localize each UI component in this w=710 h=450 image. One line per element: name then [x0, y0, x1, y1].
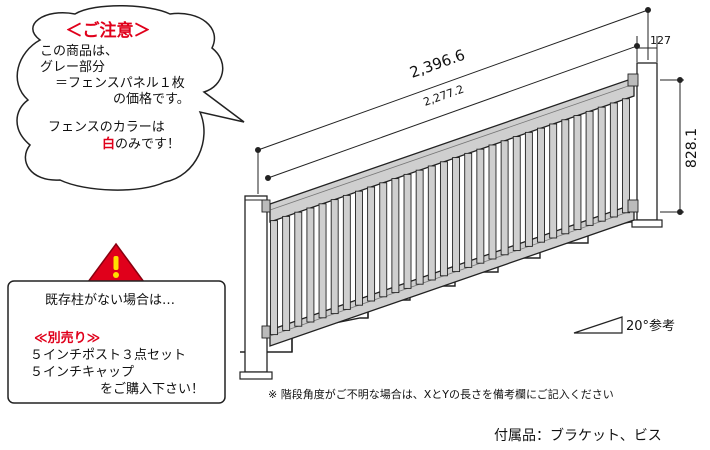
panel-picket	[379, 182, 388, 298]
caution-line-2: グレー部分	[40, 60, 105, 75]
notice-box	[7, 280, 226, 404]
panel-picket	[537, 127, 545, 243]
caution-color-pre: フェンスのカラーは	[48, 120, 165, 135]
bracket-top-left	[261, 199, 271, 213]
caution-color-word: 白	[102, 136, 115, 152]
warning-icon	[86, 242, 146, 283]
notice-sold-separately: ≪別売り≫	[34, 330, 100, 346]
panel-picket	[294, 211, 303, 327]
stairs-note: ※ 階段角度がご不明な場合は、XとYの長さを備考欄にご記入ください	[268, 387, 614, 401]
panel-picket	[439, 161, 448, 277]
panel-picket	[270, 220, 278, 336]
panel-picket	[585, 110, 594, 226]
left-post	[239, 195, 273, 380]
panel-picket	[500, 140, 509, 256]
panel-picket	[367, 186, 376, 302]
bracket-top-right	[627, 73, 639, 87]
panel-picket	[330, 199, 339, 315]
angle-note: 20°参考	[626, 318, 675, 334]
dim-panel-label: 2,277.2	[422, 83, 466, 109]
panel-picket	[452, 157, 461, 273]
panel-picket	[306, 207, 315, 323]
caution-bubble	[16, 5, 245, 191]
panel-picket	[512, 136, 521, 252]
panel-picket	[476, 148, 485, 264]
panel-picket	[609, 102, 618, 218]
panel-picket	[597, 106, 606, 222]
panel-picket	[427, 165, 436, 281]
bracket-bottom-left	[261, 325, 271, 339]
panel-picket	[415, 169, 424, 285]
panel-picket	[524, 131, 533, 247]
panel-picket	[464, 152, 473, 268]
caution-color-line: 白のみです！	[102, 136, 180, 152]
caution-line-4: の価格です。	[113, 91, 190, 107]
panel-picket	[318, 203, 327, 319]
dim-post-width-label: 127	[650, 34, 671, 47]
panel-picket	[622, 98, 630, 214]
dim-overall-label: 2,396.6	[407, 46, 467, 82]
caution-title: ＜ご注意＞	[66, 20, 151, 41]
bracket-bottom-right	[627, 199, 639, 213]
panel-picket	[561, 119, 570, 235]
panel-picket	[549, 123, 558, 239]
panel-picket	[573, 115, 582, 231]
caution-line-3: ＝フェンスパネル１枚	[55, 76, 185, 91]
panel-picket	[342, 194, 351, 310]
caution-color-post: のみです！	[115, 137, 180, 152]
panel-picket	[391, 178, 400, 294]
dim-height-label: 828.1	[684, 128, 700, 168]
right-post	[631, 62, 663, 228]
fence-panel	[261, 73, 639, 347]
caution-line-1: この商品は、	[40, 44, 118, 59]
notice-line-1: 既存柱がない場合は…	[45, 293, 175, 308]
panel-pickets	[270, 98, 630, 336]
accessories-note: 付属品：ブラケット、ビス	[494, 427, 662, 444]
notice-item-1: ５インチポスト３点セット	[30, 348, 186, 363]
dimension-lines	[255, 7, 684, 215]
notice-line-end: をご購入下さい！	[100, 381, 204, 397]
panel-picket	[355, 190, 363, 306]
notice-item-2: ５インチキャップ	[30, 365, 134, 380]
panel-picket	[282, 215, 291, 331]
panel-picket	[403, 173, 412, 289]
panel-picket	[488, 144, 497, 260]
angle-indicator-icon	[573, 316, 623, 334]
